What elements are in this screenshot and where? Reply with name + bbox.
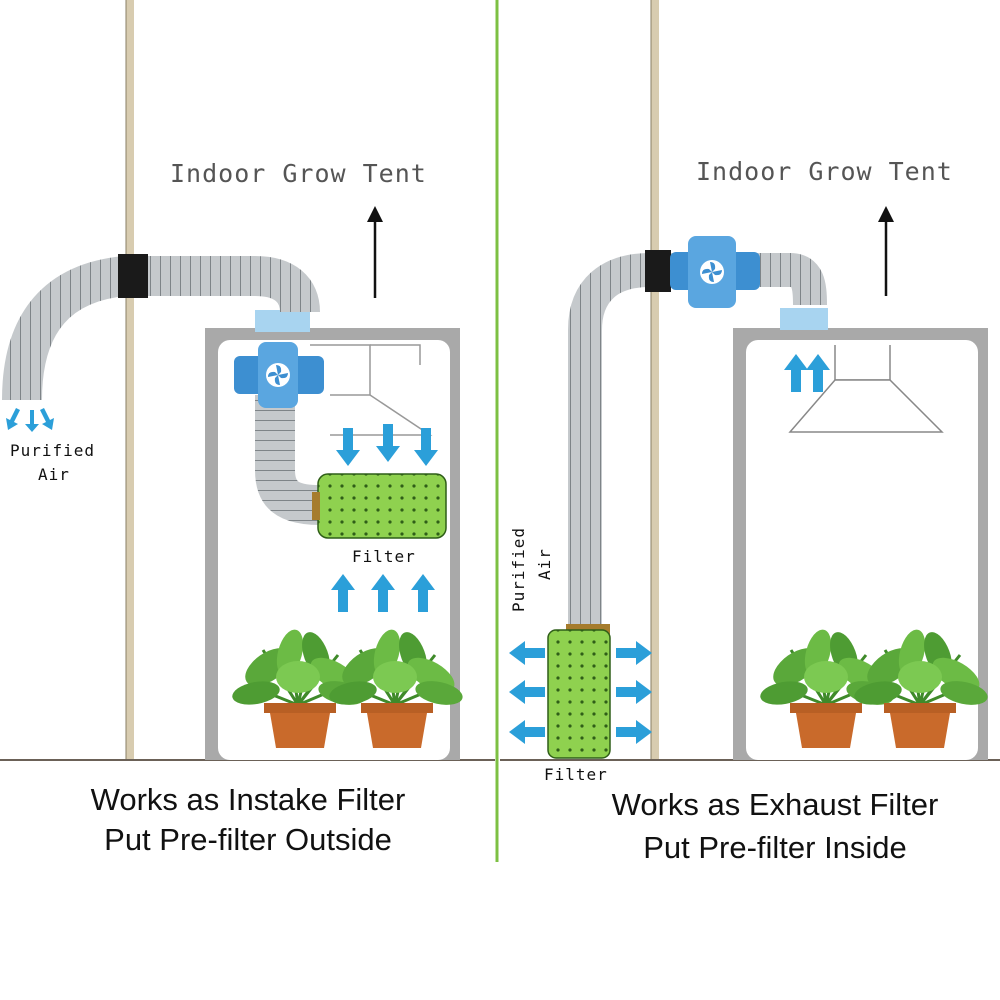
- arrow-right-1: [616, 641, 652, 665]
- carbon-filter-right: [547, 629, 611, 759]
- arrow-left-2: [509, 680, 545, 704]
- tent-label-left: Indoor Grow Tent: [170, 159, 427, 188]
- caption-left-1: Works as Instake Filter: [91, 782, 406, 817]
- duct-clamp-right: [645, 250, 671, 292]
- caption-right-1: Works as Exhaust Filter: [612, 787, 939, 822]
- left-panel: Indoor Grow Tent Purified Air Filter Wor…: [0, 0, 495, 857]
- duct-outside-right: [568, 253, 827, 625]
- tent-label-right: Indoor Grow Tent: [696, 157, 953, 186]
- caption-right-2: Put Pre-filter Inside: [643, 830, 907, 865]
- arrow-left-1: [509, 641, 545, 665]
- arrow-left-3: [509, 720, 545, 744]
- duct-inside-left: [255, 395, 321, 525]
- purified-label-right-2: Air: [535, 548, 554, 580]
- arrow-right-3: [616, 720, 652, 744]
- filter-label-left: Filter: [352, 547, 416, 566]
- inline-fan-right: [670, 236, 760, 308]
- purified-label-right-1: Purified: [509, 527, 528, 612]
- tent-arrow-left: [367, 206, 383, 298]
- purified-air-arrows-left: [6, 408, 54, 432]
- carbon-filter-left: [317, 473, 447, 539]
- purified-label-left-2: Air: [38, 465, 70, 484]
- duct-outside-left: [2, 256, 320, 401]
- right-panel: Indoor Grow Tent Purified Air Filter Wor…: [500, 0, 1000, 865]
- reflector-right: [788, 345, 944, 433]
- tent-arrow-right: [878, 206, 894, 296]
- duct-clamp-left: [118, 254, 148, 298]
- caption-left-2: Put Pre-filter Outside: [104, 822, 392, 857]
- inline-fan-left: [234, 342, 324, 408]
- filter-label-right: Filter: [544, 765, 608, 784]
- purified-label-left-1: Purified: [10, 441, 95, 460]
- arrow-right-2: [616, 680, 652, 704]
